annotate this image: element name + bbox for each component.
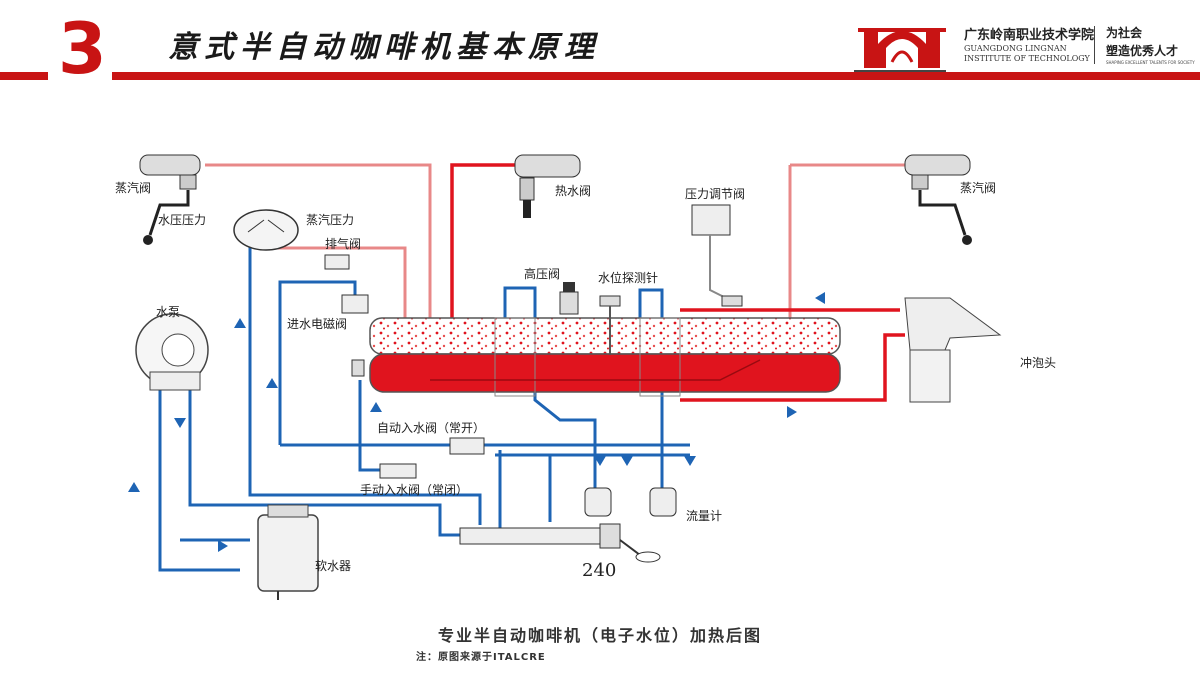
logo-underline — [854, 70, 946, 72]
label-inlet-solenoid: 进水电磁阀 — [287, 316, 347, 331]
diagram-caption: 专业半自动咖啡机（电子水位）加热后图 — [437, 626, 762, 645]
label-manual-inlet-valve: 手动入水阀（常闭） — [360, 483, 468, 497]
motto-en: SHAPING EXCELLENT TALENTS FOR SOCIETY — [1106, 60, 1195, 65]
steam-valve-right-icon — [904, 154, 972, 245]
mixer-block-icon — [459, 523, 661, 563]
page-title: 意式半自动咖啡机基本原理 — [168, 30, 600, 65]
auto-inlet-valve-icon — [449, 437, 485, 455]
header-bar-left — [0, 72, 48, 80]
steam-valve-left-icon — [139, 154, 201, 245]
source-note: 注：原图来源于ITALCRE — [416, 652, 546, 663]
water-level-probe-icon — [599, 295, 621, 355]
label-water-pressure: 水压压力 — [158, 213, 206, 227]
institute-name-en-1: GUANGDONG LINGNAN — [964, 44, 1067, 53]
pressure-regulator-icon — [691, 204, 743, 307]
motto-line-2: 塑造优秀人才 — [1106, 44, 1179, 58]
hot-water-lines — [450, 163, 905, 402]
high-pressure-valve-icon — [559, 282, 579, 315]
label-pressure-regulator: 压力调节阀 — [685, 187, 745, 201]
softener-icon — [257, 504, 319, 600]
cold-water-lines — [158, 245, 690, 572]
label-steam-pressure: 蒸汽压力 — [306, 212, 354, 227]
label-hot-water-valve: 热水阀 — [555, 184, 591, 198]
label-pump: 水泵 — [156, 305, 180, 319]
flow-meter-icon — [584, 487, 677, 517]
hot-water-valve-icon — [514, 154, 581, 218]
logo-divider — [1094, 26, 1095, 64]
label-auto-inlet-valve: 自动入水阀（常开） — [377, 421, 485, 435]
flow-arrows — [128, 292, 825, 552]
boiler — [369, 317, 841, 397]
brew-head-icon — [904, 297, 1002, 403]
page-number: 240 — [582, 560, 617, 581]
label-softener: 软水器 — [315, 559, 351, 573]
institute-name-cn: 广东岭南职业技术学院 — [964, 28, 1095, 43]
header-bar-right — [112, 72, 1200, 80]
label-water-level-probe: 水位探测针 — [598, 270, 658, 285]
institute-name-en-2: INSTITUTE OF TECHNOLOGY — [964, 54, 1090, 63]
label-exhaust-valve: 排气阀 — [325, 236, 361, 251]
motto-line-1: 为社会 — [1106, 26, 1143, 40]
gate-emblem-icon — [858, 28, 946, 68]
institute-logo: 广东岭南职业技术学院 GUANGDONG LINGNAN INSTITUTE O… — [854, 18, 1195, 72]
steam-lines — [205, 163, 910, 318]
manual-inlet-valve-icon — [379, 463, 417, 479]
pump-icon — [135, 313, 209, 391]
label-high-pressure-valve: 高压阀 — [524, 266, 560, 281]
label-steam-valve-right: 蒸汽阀 — [960, 180, 996, 195]
section-number: 3 — [58, 8, 107, 90]
exhaust-valve-icon — [324, 254, 350, 270]
inlet-solenoid-icon — [341, 294, 369, 377]
label-brew-head: 冲泡头 — [1020, 355, 1056, 370]
label-flow-meter: 流量计 — [686, 509, 722, 523]
pressure-gauge-icon — [233, 209, 299, 251]
label-steam-valve-left: 蒸汽阀 — [115, 180, 151, 195]
